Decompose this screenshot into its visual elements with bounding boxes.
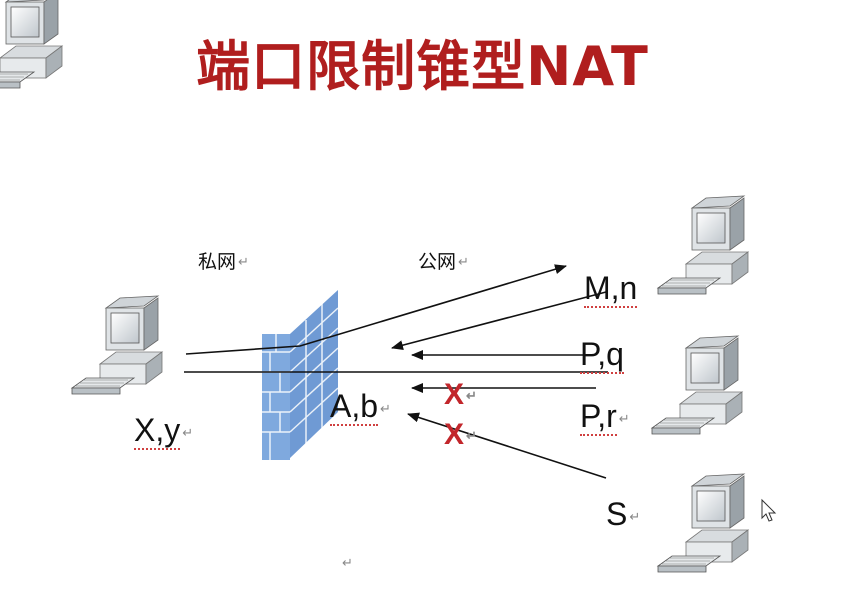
mouse-cursor-icon (762, 500, 775, 521)
